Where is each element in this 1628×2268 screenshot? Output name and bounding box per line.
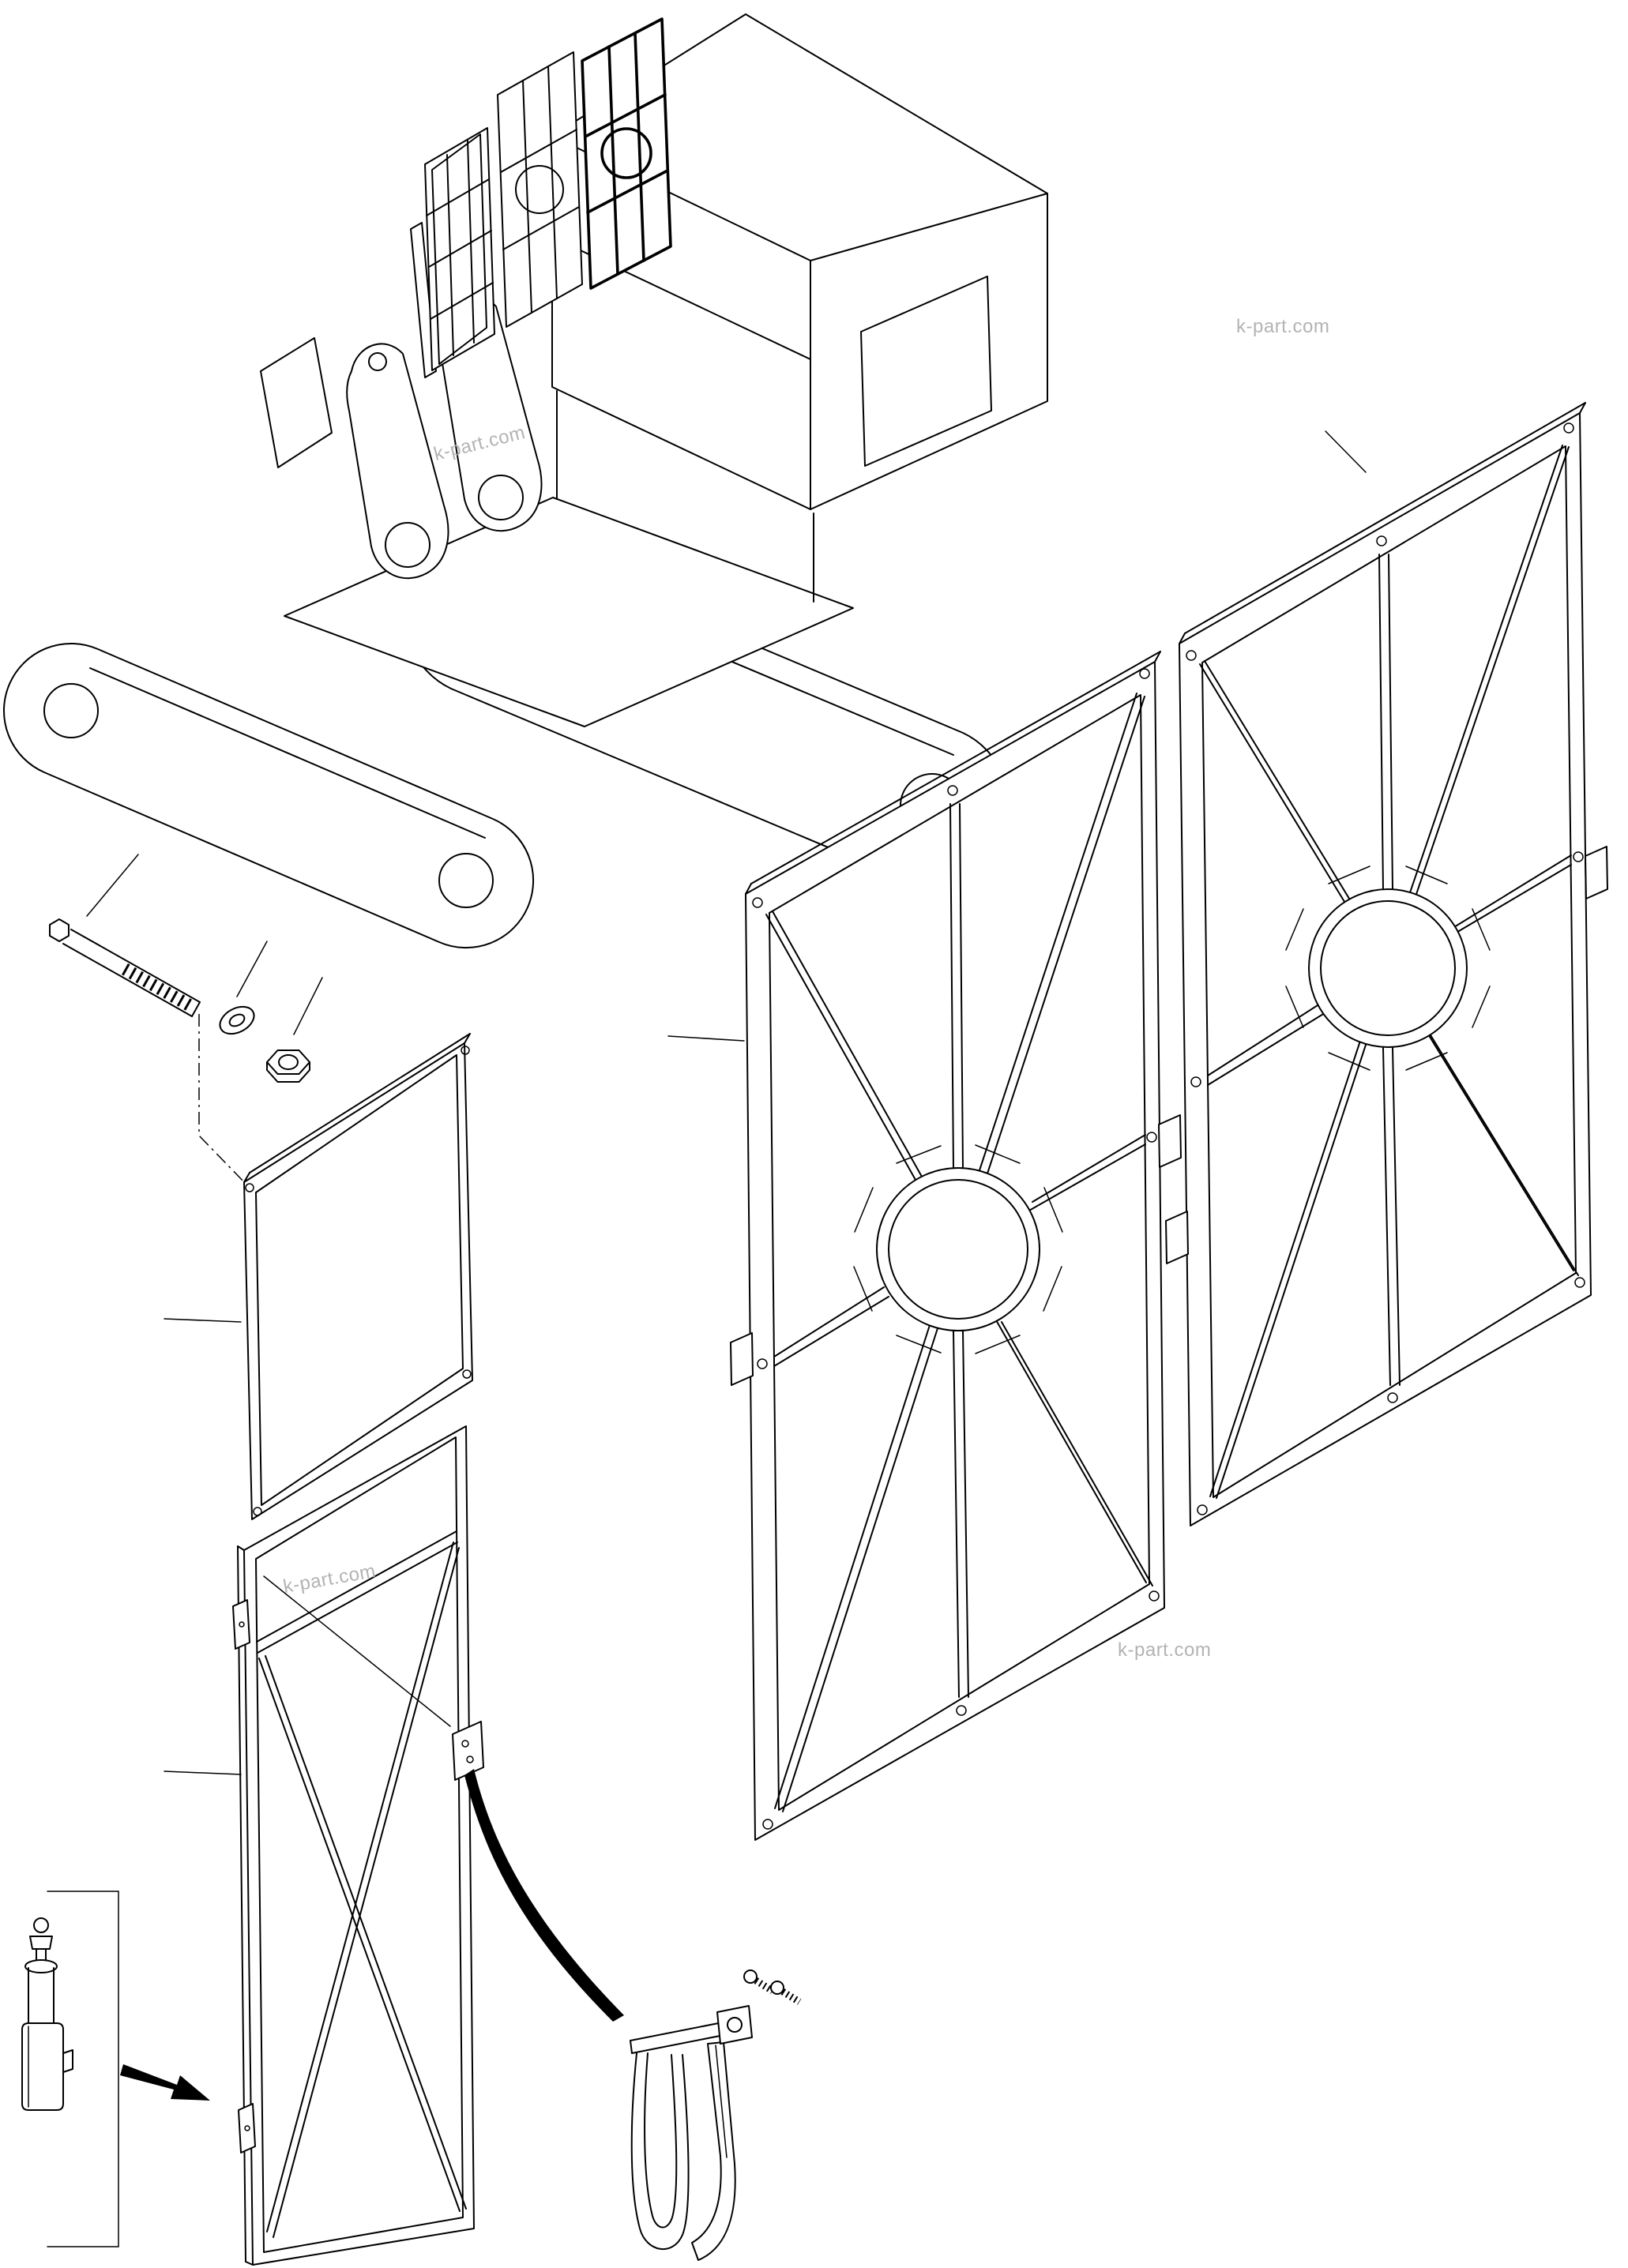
access-door [232,1425,484,2266]
direction-arrow [120,2064,210,2101]
mounting-screw-2 [770,1981,802,2005]
screen-frame [243,1033,473,1520]
mounting-screw-1 [743,1969,775,1994]
hex-bolt [49,918,201,1017]
door-hinge-bottom [238,2103,256,2153]
lock-cylinder-assembly [21,1891,119,2247]
watermark: k-part.com [1118,1639,1212,1661]
door-latch-plate [452,1721,484,1781]
hex-nut [266,1050,310,1083]
radiator-grille-large [581,17,672,290]
leader-lines [86,430,1367,1775]
door-hinge-top [232,1599,250,1650]
watermark: k-part.com [1236,316,1330,337]
guard-panel-center [730,651,1182,1841]
flat-washer [219,1005,255,1035]
detail-flow-arrow [464,1769,624,2022]
radiator-grille-medium [497,51,583,328]
radiator-grille-small [424,127,495,371]
latch-handle-assembly [630,1969,802,2261]
excavator-machine [2,13,1048,949]
guard-panel-right [1165,402,1608,1526]
assembly-centerline [198,1014,249,1187]
